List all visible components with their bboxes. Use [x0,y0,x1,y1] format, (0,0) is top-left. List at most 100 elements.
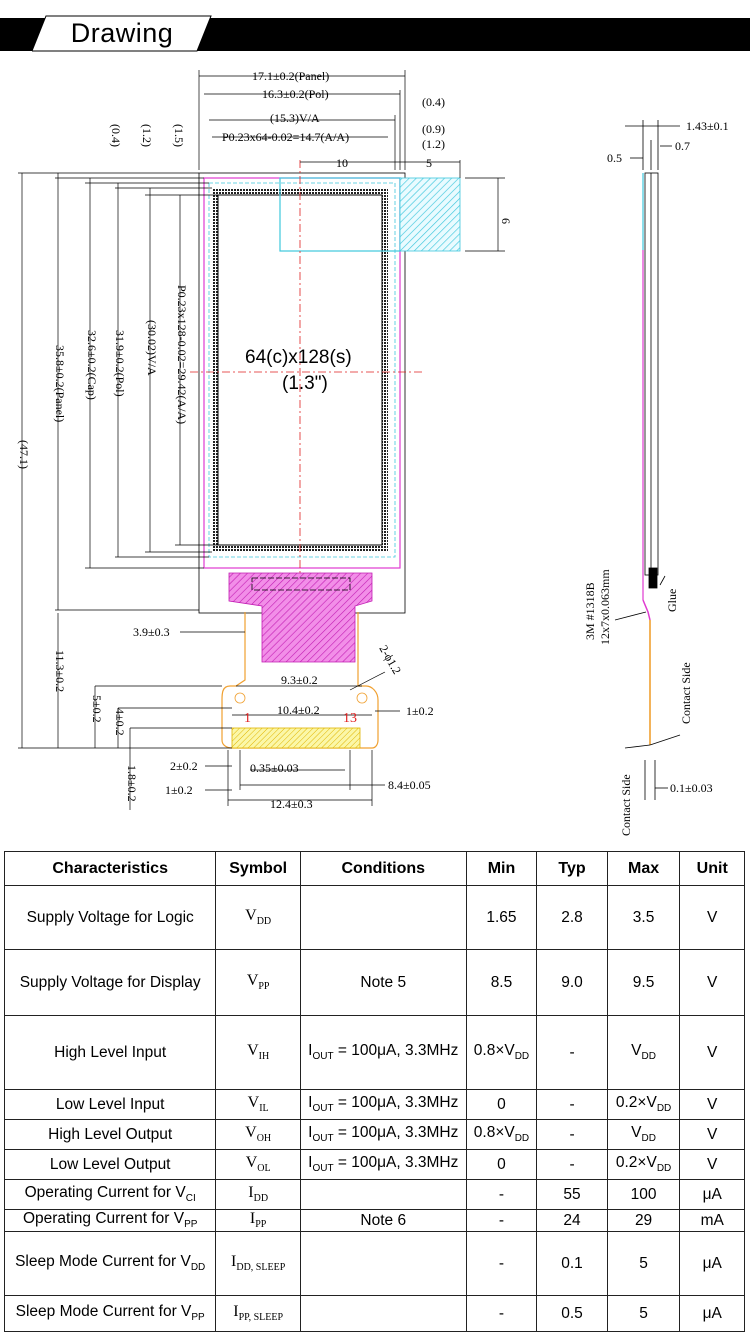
cell-text: 55 [563,1185,581,1203]
svg-text:32.6±0.2(Cap): 32.6±0.2(Cap) [85,330,99,400]
cell-text: 0 [497,1155,506,1173]
cell-text: V [707,908,718,926]
svg-text:11.3±0.2: 11.3±0.2 [53,650,67,692]
cell-text: - [498,1211,505,1229]
cell-min: 1.65 [465,885,538,950]
cell-subscript: DD [514,1051,530,1063]
cell-text: V [707,1043,718,1061]
svg-text:1.8±0.2: 1.8±0.2 [125,765,139,802]
cell-text: 0.2×V [615,1094,657,1112]
technical-drawing: 17.1±0.2(Panel) 16.3±0.2(Pol) (15.3)V/A … [17,69,729,836]
cell-typ: - [536,1015,608,1090]
cell-min: 0.8×VDD [465,1015,538,1090]
svg-text:16.3±0.2(Pol): 16.3±0.2(Pol) [262,87,329,101]
cell-text: V [245,1154,258,1172]
svg-text:10.4±0.2: 10.4±0.2 [277,703,320,717]
cell-subscript: DD [656,1103,672,1115]
svg-text:(1.3"): (1.3") [282,373,328,394]
cell-max: 100 [606,1179,681,1210]
cell-characteristic: High Level Input [3,1015,217,1090]
cell-min: 0 [465,1149,538,1180]
svg-text:0.35±0.03: 0.35±0.03 [250,761,299,775]
cell-max: 29 [606,1209,681,1232]
front-view [190,160,461,749]
svg-text:1±0.2: 1±0.2 [165,783,193,797]
cell-min: 0.8×VDD [465,1119,538,1150]
cell-text: Sleep Mode Current for V [15,1303,192,1321]
display-resolution-label: 64(c)x128(s) (1.3") [245,347,352,394]
cell-text: mA [700,1211,724,1229]
svg-text:Contact Side: Contact Side [619,774,633,836]
svg-text:5: 5 [426,156,432,170]
svg-text:2-ϕ1.2: 2-ϕ1.2 [376,643,404,677]
cell-subscript: DD [656,1163,672,1175]
cell-text-tail: = 100μA, 3.3MHz [333,1042,459,1060]
svg-text:17.1±0.2(Panel): 17.1±0.2(Panel) [252,69,329,83]
cell-max: 9.5 [606,949,681,1016]
svg-text:(0.4): (0.4) [109,124,123,147]
cell-subscript: DD [641,1051,656,1063]
svg-text:(47.1): (47.1) [17,440,31,469]
svg-text:31.9±0.2(Pol): 31.9±0.2(Pol) [113,330,127,397]
svg-text:5±0.2: 5±0.2 [90,695,104,723]
cell-unit: μA [679,1179,745,1210]
svg-text:12.4±0.3: 12.4±0.3 [270,797,313,811]
cell-text: I [308,1154,313,1172]
cell-text: 3.5 [632,908,655,926]
svg-text:3M #1318B: 3M #1318B [583,582,597,640]
cell-subscript: OUT [312,1163,334,1175]
cell-symbol: IDD [215,1179,301,1210]
cell-unit: V [679,1089,745,1120]
cell-subscript: PP [191,1312,205,1324]
cell-text: I [308,1124,313,1142]
cell-subscript: DD [641,1133,656,1145]
cell-text-tail: = 100μA, 3.3MHz [333,1154,459,1172]
cell-text: I [231,1253,237,1271]
cell-symbol: VPP [215,949,301,1016]
front-dim-lines [18,70,505,810]
cell-characteristic: Sleep Mode Current for VPP [3,1295,217,1332]
cell-typ: - [536,1149,608,1180]
cell-subscript: PP, SLEEP [238,1312,284,1324]
cell-max: VDD [606,1119,681,1150]
cell-text: Note 6 [360,1211,407,1229]
cell-conditions: Note 5 [299,949,467,1016]
cell-subscript: OUT [312,1133,334,1145]
cell-conditions: Note 6 [299,1209,467,1232]
cell-typ: - [536,1089,608,1120]
svg-text:9.3±0.2: 9.3±0.2 [281,673,318,687]
cell-text: 1.65 [486,908,517,926]
cell-subscript: DD [190,1262,206,1274]
cell-characteristic: High Level Output [3,1119,217,1150]
cell-subscript: IL [259,1103,269,1115]
cell-text: High Level Output [48,1125,173,1143]
cell-typ: 0.1 [536,1231,608,1296]
cell-text: I [308,1042,313,1060]
col-max: Max [606,851,681,886]
cell-subscript: DD, SLEEP [236,1262,286,1274]
svg-text:1±0.2: 1±0.2 [406,704,434,718]
cell-max: 5 [606,1231,681,1296]
cell-max: 0.2×VDD [606,1089,681,1120]
svg-text:2±0.2: 2±0.2 [170,759,198,773]
side-view [614,120,681,800]
svg-text:Contact Side: Contact Side [679,662,693,724]
cell-conditions [299,1295,467,1332]
cell-symbol: VOL [215,1149,301,1180]
cell-conditions [299,1179,467,1210]
cell-subscript: CI [185,1193,196,1205]
cell-min: - [465,1179,538,1210]
cell-text: - [569,1043,575,1061]
svg-text:P0.23x128-0.02=29.42(A/A): P0.23x128-0.02=29.42(A/A) [175,285,189,424]
cell-text: V [707,1155,718,1173]
cell-typ: 0.5 [536,1295,608,1332]
cell-text: 0.8×V [473,1124,515,1142]
cell-text: μA [702,1304,722,1322]
cell-typ: 24 [536,1209,608,1232]
